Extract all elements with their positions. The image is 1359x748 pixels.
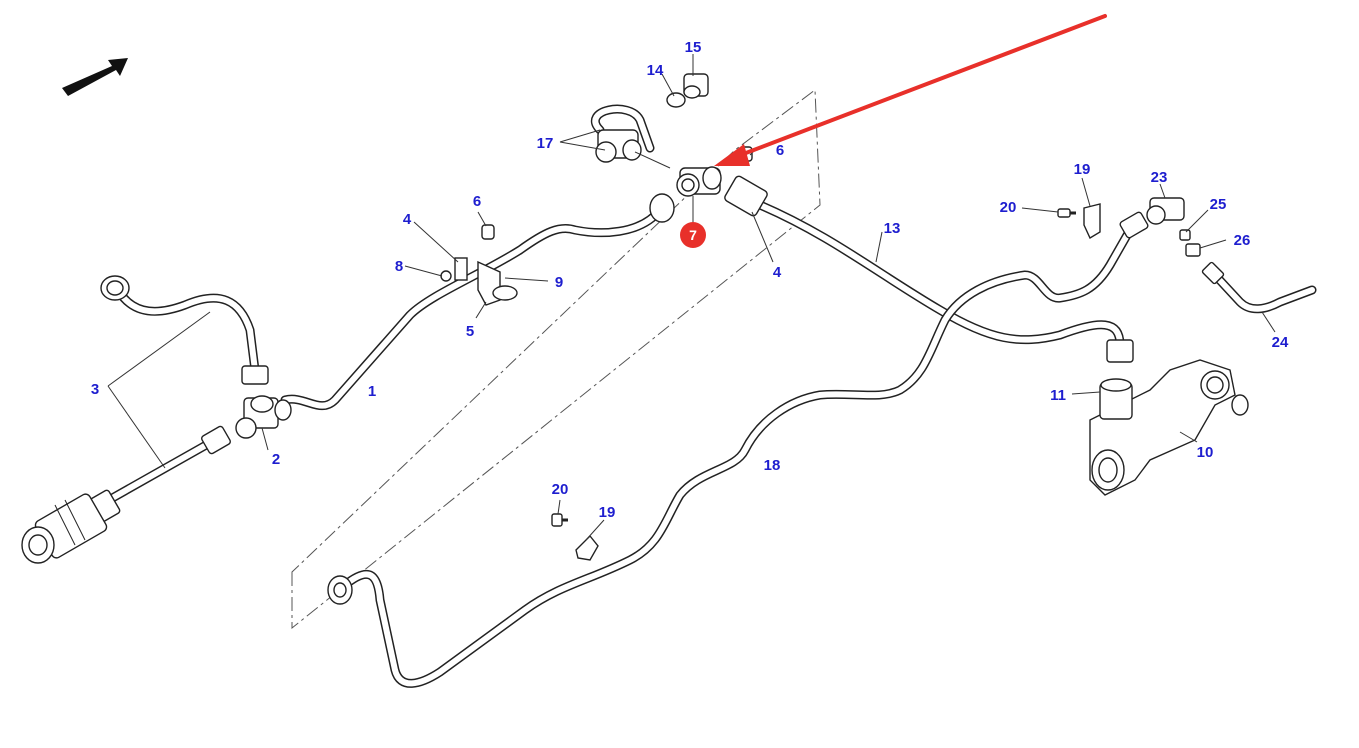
hose-3-upper — [100, 275, 269, 385]
callout-25[interactable]: 25 — [1210, 196, 1227, 213]
bolt-20-upper — [1057, 208, 1076, 218]
callout-4-left[interactable]: 4 — [403, 211, 412, 228]
plug-14 — [666, 92, 686, 108]
callout-17[interactable]: 17 — [537, 135, 554, 152]
pointer-arrow-icon — [714, 14, 1107, 166]
callout-6-left[interactable]: 6 — [473, 193, 481, 210]
pipe-1 — [280, 193, 675, 411]
callout-19-upper[interactable]: 19 — [1074, 161, 1091, 178]
callout-20-lower[interactable]: 20 — [552, 481, 569, 498]
callout-8[interactable]: 9 — [555, 274, 563, 291]
callout-15[interactable]: 15 — [685, 39, 702, 56]
callout-23[interactable]: 23 — [1151, 169, 1168, 186]
callout-18[interactable]: 18 — [764, 457, 781, 474]
callout-26[interactable]: 26 — [1234, 232, 1251, 249]
housing-9 — [1089, 359, 1249, 496]
direction-arrow-icon — [62, 58, 128, 96]
callout-4-right[interactable]: 4 — [773, 264, 782, 281]
callout-labels: 1 2 3 4 4 5 6 6 8 9 10 11 13 14 15 17 18… — [91, 39, 1289, 521]
callout-13-highlight[interactable]: 7 — [680, 222, 706, 248]
callout-2[interactable]: 2 — [272, 451, 280, 468]
fitting-13 — [676, 166, 722, 197]
pipe-11 — [724, 175, 1134, 363]
callout-19-lower[interactable]: 19 — [599, 504, 616, 521]
callout-9[interactable]: 10 — [1197, 444, 1214, 461]
callout-14[interactable]: 14 — [647, 62, 664, 79]
callout-1[interactable]: 1 — [368, 383, 376, 400]
callout-20-upper[interactable]: 20 — [1000, 199, 1017, 216]
callout-10[interactable]: 11 — [1050, 387, 1066, 404]
callout-6-right[interactable]: 6 — [776, 142, 784, 159]
nut-26 — [1185, 243, 1201, 257]
bracket-assembly — [440, 224, 518, 306]
callout-5[interactable]: 5 — [466, 323, 474, 340]
tee-fitting-2 — [235, 395, 292, 439]
callout-3[interactable]: 3 — [91, 381, 99, 398]
pipe-24 — [1201, 261, 1317, 314]
leader-lines — [107, 54, 1276, 541]
callout-7[interactable]: 8 — [395, 258, 403, 275]
pipe-18 — [327, 211, 1149, 688]
tee-fitting-17 — [590, 104, 671, 169]
callout-13-label: 7 — [689, 227, 697, 243]
hose-3-lower — [21, 425, 231, 564]
clip-19-upper — [1083, 203, 1101, 240]
callout-24[interactable]: 24 — [1272, 334, 1289, 351]
callout-11[interactable]: 13 — [884, 220, 901, 237]
tee-fitting-23 — [1146, 197, 1185, 225]
nut-15 — [683, 73, 709, 99]
bolt-20-lower — [551, 513, 568, 527]
fitting-25 — [1179, 229, 1191, 241]
